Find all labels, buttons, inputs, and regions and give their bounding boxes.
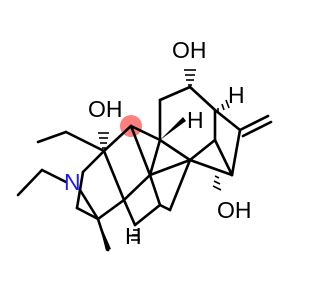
- bond: [122, 173, 152, 202]
- hash-bond: [214, 175, 220, 179]
- wedge-bond: [98, 219, 111, 251]
- bond: [148, 138, 162, 177]
- skeletal-structure: OH H OH H N OH H: [16, 37, 273, 252]
- wedge-bonds: [98, 117, 186, 251]
- bond: [75, 206, 100, 221]
- hydroxyl-label-bottom: OH: [217, 197, 252, 223]
- hash-bond: [221, 103, 225, 111]
- bond: [133, 203, 162, 227]
- bond: [158, 85, 192, 102]
- bond: [158, 203, 172, 212]
- hash-bond: [213, 180, 221, 185]
- bond: [168, 158, 192, 212]
- hydrogen-label-top-right: H: [228, 82, 245, 108]
- bonds: [16, 85, 273, 252]
- bond: [36, 130, 68, 144]
- bond: [102, 124, 133, 153]
- hydrogen-label-bottom: H: [125, 223, 142, 249]
- bond: [188, 158, 234, 177]
- bond: [96, 198, 126, 221]
- bond: [230, 128, 242, 177]
- bond: [213, 138, 234, 177]
- bond: [129, 124, 162, 142]
- bond: [213, 108, 242, 132]
- bond: [148, 158, 192, 177]
- bond-ethyl: [40, 168, 68, 184]
- bond: [188, 85, 217, 112]
- hydroxyl-label-left: OH: [88, 96, 123, 122]
- bond: [129, 124, 152, 177]
- bond: [148, 173, 162, 207]
- hash-bond: [212, 185, 222, 191]
- nitrogen-label: N: [64, 169, 81, 195]
- hydrogen-label-center: H: [187, 107, 204, 133]
- bond: [64, 130, 106, 153]
- bond: [122, 198, 137, 227]
- bond: [81, 149, 106, 174]
- bond: [188, 138, 217, 162]
- hydroxyl-label-top: OH: [172, 37, 207, 63]
- bond: [78, 188, 100, 221]
- bond: [102, 149, 126, 202]
- bond-ethyl: [16, 168, 44, 197]
- bond-double: [241, 120, 273, 138]
- hash-bond: [225, 99, 230, 109]
- bond: [158, 138, 192, 162]
- hashed-bonds: [98, 69, 230, 241]
- wedge-bond: [160, 117, 186, 140]
- bond-double: [238, 114, 270, 132]
- molecule-diagram: OH H OH H N OH H: [16, 37, 273, 252]
